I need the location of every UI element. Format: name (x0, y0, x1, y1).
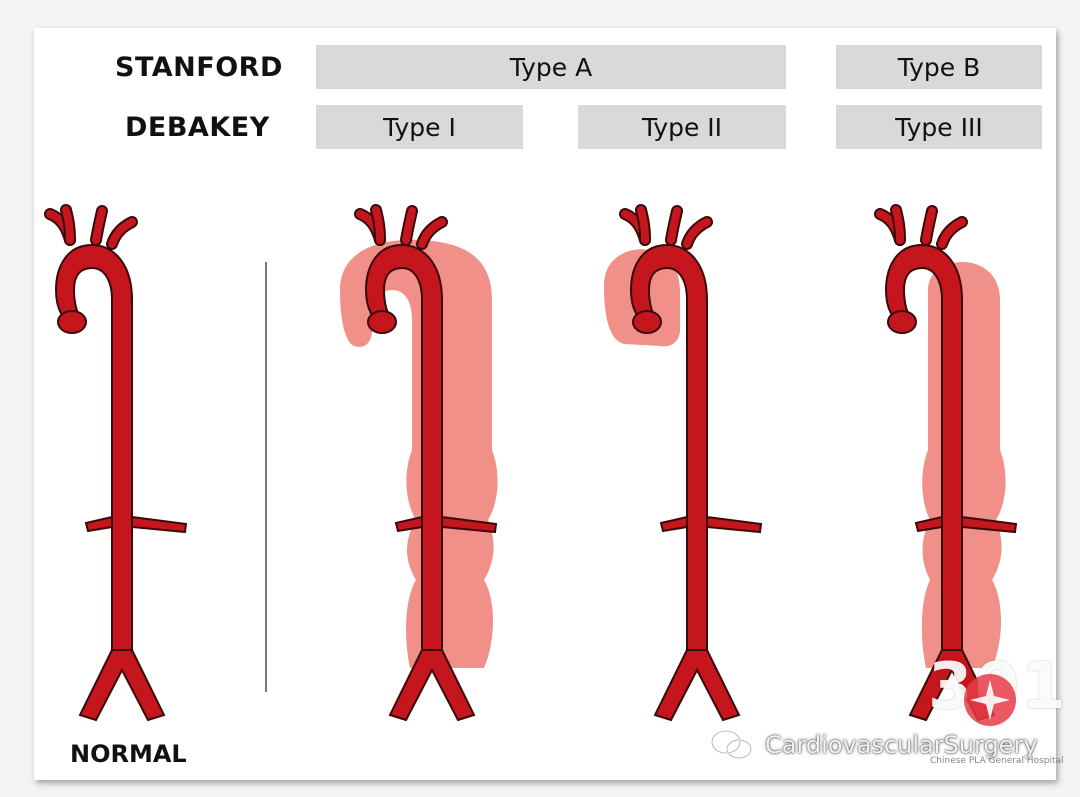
debakey-row-label: DEBAKEY (125, 112, 270, 143)
aorta-debakey-type-i (340, 210, 498, 720)
dissection-flap-type-iii (921, 262, 1006, 668)
stanford-type-b: Type B (836, 45, 1042, 89)
aorta-normal (50, 210, 186, 720)
stanford-row-label: STANFORD (115, 52, 283, 83)
debakey-type-iii: Type III (836, 105, 1042, 149)
dissection-flap-type-i (340, 239, 498, 668)
wechat-icon (711, 730, 752, 759)
aorta-debakey-type-ii (604, 210, 761, 720)
stanford-type-a: Type A (316, 45, 786, 89)
watermark-channel: CardiovascularSurgery (765, 731, 1038, 759)
aorta-debakey-type-iii (880, 210, 1016, 720)
watermark-hospital: Chinese PLA General Hospital (930, 756, 1064, 766)
debakey-type-i: Type I (316, 105, 523, 149)
normal-label: NORMAL (70, 740, 187, 768)
hospital-logo-icon (964, 674, 1016, 726)
diagram-card (34, 28, 1056, 780)
normal-divider (265, 262, 267, 692)
debakey-type-ii: Type II (578, 105, 786, 149)
